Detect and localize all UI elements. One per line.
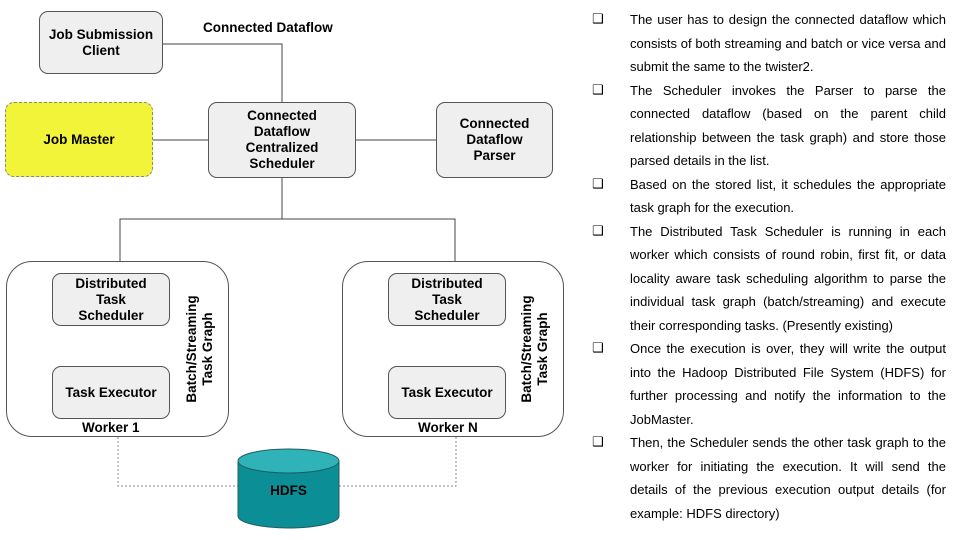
bullet-icon: ❑ — [592, 82, 604, 98]
note-text: Once the execution is over, they will wr… — [630, 341, 946, 427]
hdfs-label: HDFS — [270, 483, 307, 498]
note-text: The Scheduler invokes the Parser to pars… — [630, 82, 946, 169]
note-text: The user has to design the connected dat… — [630, 12, 946, 74]
worker1-to-hdfs-line — [117, 437, 238, 487]
note-text: Then, the Scheduler sends the other task… — [630, 435, 946, 521]
workerN-to-hdfs-line — [339, 437, 457, 487]
worker-1-graph-label: Batch/Streaming Task Graph — [184, 295, 215, 403]
note-item: ❑ The Scheduler invokes the Parser to pa… — [590, 79, 946, 173]
note-text: Based on the stored list, it schedules t… — [630, 176, 946, 216]
centralized-scheduler-box: Connected Dataflow Centralized Scheduler — [208, 102, 356, 178]
worker-n-name: Worker N — [418, 420, 478, 435]
note-item: ❑ Based on the stored list, it schedules… — [590, 173, 946, 220]
connected-dataflow-label: Connected Dataflow — [203, 20, 333, 35]
bullet-icon: ❑ — [592, 341, 604, 356]
note-item: ❑ Once the execution is over, they will … — [590, 337, 946, 431]
note-item: ❑ The user has to design the connected d… — [590, 8, 946, 79]
worker-1-task-executor-box: Task Executor — [52, 366, 170, 419]
notes-list: ❑ The user has to design the connected d… — [590, 8, 946, 525]
bullet-icon: ❑ — [592, 12, 604, 27]
worker-branch-line — [119, 218, 456, 261]
worker-n-graph-label: Batch/Streaming Task Graph — [519, 295, 550, 403]
note-item: ❑ The Distributed Task Scheduler is runn… — [590, 220, 946, 338]
note-item: ❑ Then, the Scheduler sends the other ta… — [590, 431, 946, 525]
client-to-scheduler-line — [162, 43, 283, 103]
connector-lines — [105, 43, 457, 529]
architecture-diagram: Job Submission Client Connected Dataflow… — [5, 11, 564, 529]
bullet-icon: ❑ — [592, 435, 604, 450]
bullet-icon: ❑ — [592, 176, 604, 192]
job-submission-client-box: Job Submission Client — [39, 11, 163, 74]
hdfs-cylinder — [237, 448, 340, 529]
worker-1-task-scheduler-box: Distributed Task Scheduler — [52, 273, 170, 326]
bullet-icon: ❑ — [592, 223, 604, 239]
worker-n-task-executor-box: Task Executor — [388, 366, 506, 419]
worker-1-name: Worker 1 — [82, 420, 140, 435]
worker-n-task-scheduler-box: Distributed Task Scheduler — [388, 273, 506, 326]
note-text: The Distributed Task Scheduler is runnin… — [630, 223, 946, 333]
job-master-box: Job Master — [5, 102, 153, 177]
dataflow-parser-box: Connected Dataflow Parser — [436, 102, 553, 178]
